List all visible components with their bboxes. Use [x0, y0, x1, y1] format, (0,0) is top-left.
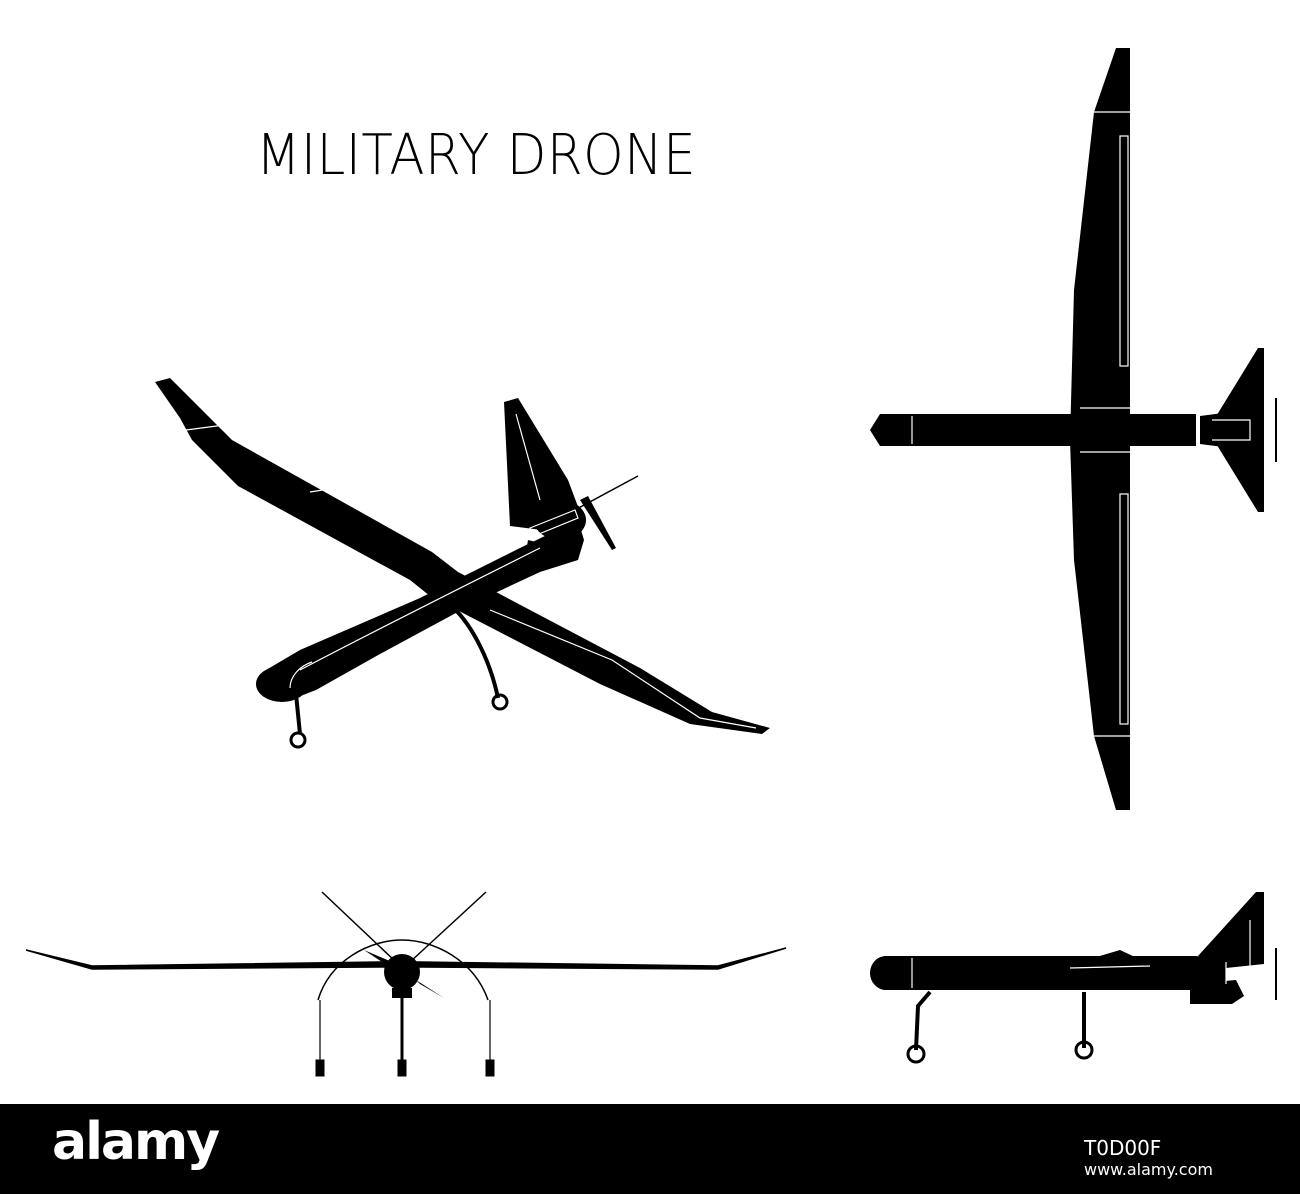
side-view: [870, 892, 1277, 1064]
top-panel-lines: [911, 111, 1251, 737]
front-landing-gear: [315, 939, 495, 1077]
side-fuselage: [870, 956, 1226, 990]
front-drone-silhouette: [25, 891, 787, 998]
top-fuselage: [870, 414, 1196, 446]
footer-bar: alamy T0D00F www.alamy.com: [0, 1104, 1300, 1194]
top-view: [870, 48, 1277, 810]
footer-image-id: T0D00F: [1084, 1136, 1162, 1160]
page-title: MILITARY DRONE: [256, 123, 697, 188]
side-engine-pod: [1190, 980, 1244, 1004]
footer-brand-logo: alamy: [52, 1112, 220, 1172]
side-drone-silhouette: [870, 892, 1277, 1004]
perspective-vertical-tail: [504, 398, 580, 532]
perspective-propeller: [580, 496, 616, 550]
perspective-view: [155, 378, 770, 749]
perspective-panel-lines: [185, 413, 757, 729]
side-panel-lines: [911, 920, 1251, 988]
side-landing-gear: [906, 990, 1094, 1064]
perspective-fuselage: [258, 520, 584, 700]
front-engine-hub: [384, 954, 420, 990]
footer-site: www.alamy.com: [1084, 1160, 1213, 1179]
top-drone-silhouette: [870, 48, 1277, 810]
side-vertical-tail: [1198, 892, 1264, 968]
front-view: [25, 891, 787, 1077]
perspective-landing-gear: [289, 598, 509, 749]
